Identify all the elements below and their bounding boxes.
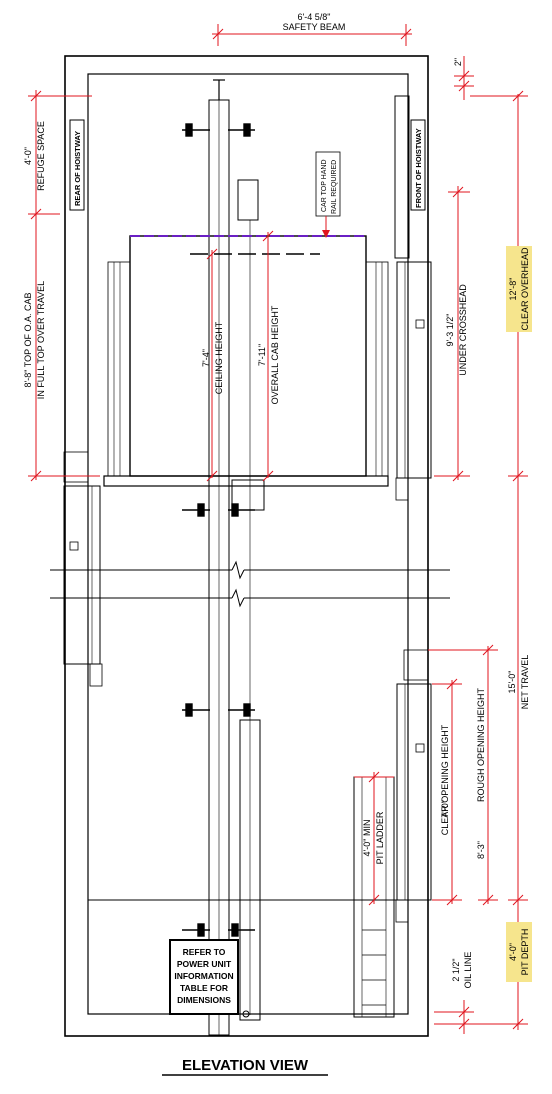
rough-opening-label: ROUGH OPENING HEIGHT: [476, 687, 486, 802]
ceiling-height-value: 7'-4": [201, 349, 211, 367]
rear-label-box: [69, 119, 85, 211]
refuge-space-value: 4'-0": [23, 147, 33, 165]
front-hoistway-doors: [394, 95, 432, 923]
dim-oil-line: [434, 1000, 474, 1034]
dim-rough-opening-height: [428, 644, 498, 906]
refuge-space-label: REFUGE SPACE: [36, 121, 46, 191]
hoistway-inner-wall: [87, 73, 409, 1015]
pit-depth-value: 4'-0": [508, 943, 518, 961]
safety-beam-label: SAFETY BEAM: [283, 22, 346, 32]
rail-brackets: [182, 123, 255, 937]
pit-depth-label: PIT DEPTH: [520, 929, 530, 976]
oil-line-value: 2 1/2": [451, 958, 461, 981]
clear-opening-label: CLEAR OPENING HEIGHT: [440, 724, 450, 835]
refer-note-line1: REFER TO: [183, 947, 226, 957]
refer-note-line5: DIMENSIONS: [177, 995, 231, 1005]
dim-top-gap: [454, 56, 474, 100]
rear-of-hoistway-label: REAR OF HOISTWAY: [73, 131, 82, 206]
refer-note-line4: TABLE FOR: [180, 983, 228, 993]
net-travel-label: NET TRAVEL: [520, 655, 530, 710]
drawing-title: ELEVATION VIEW: [182, 1057, 309, 1074]
dim-safety-beam: [212, 24, 412, 46]
rough-opening-value: 8'-3": [476, 841, 486, 859]
clear-overhead-highlight: [506, 246, 532, 332]
under-crosshead-label: UNDER CROSSHEAD: [458, 284, 468, 376]
hand-rail-arrow: [322, 216, 330, 238]
refer-note-line2: POWER UNIT: [177, 959, 232, 969]
oil-line-label: OIL LINE: [463, 952, 473, 989]
guide-rail: [208, 79, 230, 1036]
hoistway-outer-wall: [64, 55, 429, 1037]
rear-hoistway-doors: [63, 451, 103, 687]
car-top-hand-rail-line2: RAIL REQUIRED: [331, 160, 338, 214]
dim-clear-opening-height: [432, 678, 462, 906]
elevator-cab: [103, 235, 389, 487]
clear-opening-value: 7'-0": [440, 800, 450, 818]
dim-under-crosshead: [434, 186, 470, 482]
pit-ladder: [353, 776, 395, 1018]
pit-ladder-value: 4'-0" MIN: [362, 820, 372, 857]
front-of-hoistway-label: FRONT OF HOISTWAY: [414, 128, 423, 208]
pit-depth-highlight: [506, 922, 532, 982]
dim-refuge-space: [28, 90, 100, 482]
pit-ladder-label: PIT LADDER: [375, 811, 385, 864]
refer-note-line3: INFORMATION: [174, 971, 233, 981]
top-cab-label: IN FULL TOP OVER TRAVEL: [36, 281, 46, 399]
clear-overhead-label: CLEAR OVERHEAD: [520, 247, 530, 331]
top-gap-value: 2": [453, 58, 463, 66]
car-top-hand-rail-line1: CAR TOP HAND: [321, 159, 328, 212]
net-travel-value: 15'-0": [507, 671, 517, 694]
refer-note-box: [169, 939, 239, 1015]
under-crosshead-value: 9'-3 1/2": [445, 314, 455, 347]
ceiling-height-label: CEILING HEIGHT: [214, 321, 224, 394]
top-cab-value: 8'-8" TOP OF O.A. CAB: [23, 293, 33, 388]
car-top-hand-rail-box: [315, 151, 341, 217]
dim-overall-cab-height: [262, 230, 274, 482]
dim-ceiling-height: [206, 248, 218, 482]
clear-overhead-value: 12'-8": [508, 278, 518, 301]
dim-pit-ladder: [354, 771, 394, 906]
break-line-upper: [50, 560, 450, 580]
jack-cylinder: [231, 179, 265, 1021]
front-label-box: [410, 119, 426, 211]
overall-cab-value: 7'-11": [257, 344, 267, 366]
break-line-lower: [50, 588, 450, 608]
dim-clear-overhead: [470, 90, 528, 1030]
overall-cab-label: OVERALL CAB HEIGHT: [270, 305, 280, 404]
safety-beam-value: 6'-4 5/8": [298, 12, 331, 22]
